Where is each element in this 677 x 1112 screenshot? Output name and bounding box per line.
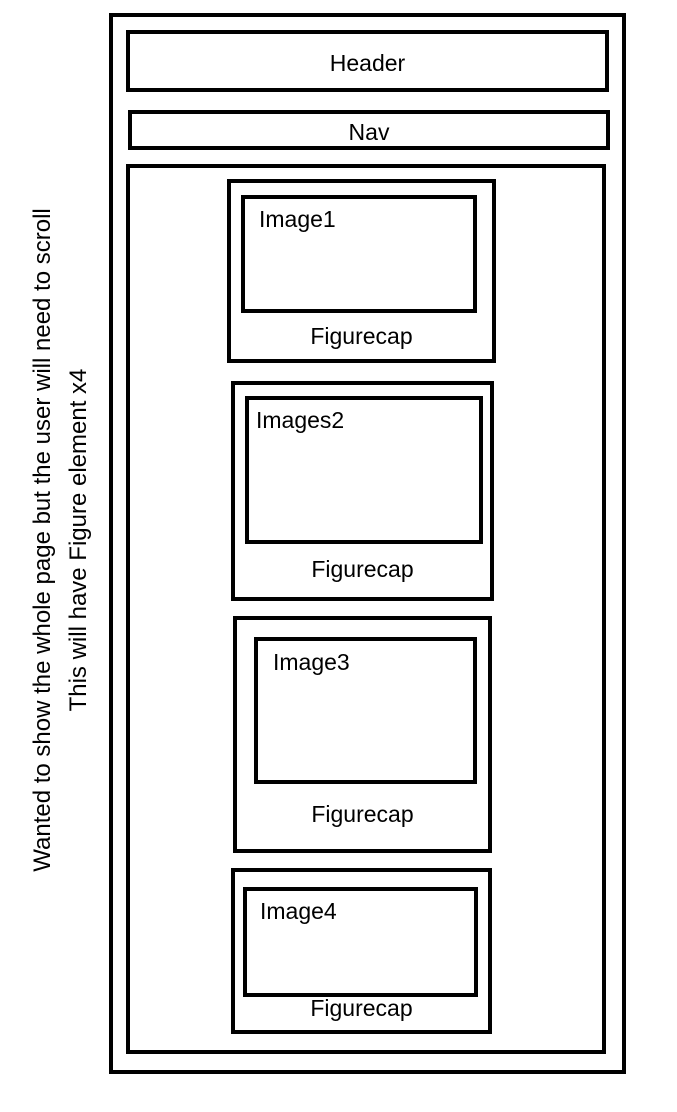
figure-2: Images2 Figurecap <box>231 381 494 601</box>
annotation-line-2: This will have Figure element x4 <box>65 368 92 712</box>
figure-4-image-label: Image4 <box>260 898 337 924</box>
figure-3-image-label: Image3 <box>273 649 350 675</box>
figure-4: Image4 Figurecap <box>231 868 492 1034</box>
figure-2-image: Images2 <box>245 396 483 544</box>
nav-label: Nav <box>348 119 390 145</box>
figure-4-caption: Figurecap <box>310 995 413 1021</box>
figure-2-image-label: Images2 <box>256 407 345 433</box>
nav-box: Nav <box>128 110 610 150</box>
figure-1-caption: Figurecap <box>310 323 413 349</box>
figure-3: Image3 Figurecap <box>233 616 492 853</box>
annotation-line-1: Wanted to show the whole page but the us… <box>29 208 56 872</box>
header-label: Header <box>329 50 406 76</box>
figure-2-caption: Figurecap <box>311 556 414 582</box>
side-annotation-text: Wanted to show the whole page but the us… <box>25 160 97 920</box>
figure-1-image-label: Image1 <box>259 206 336 232</box>
header-box: Header <box>126 30 609 92</box>
figure-3-image: Image3 <box>254 637 477 784</box>
figure-1-image: Image1 <box>241 195 477 313</box>
figure-3-caption: Figurecap <box>311 801 414 827</box>
figure-4-image: Image4 <box>243 887 478 997</box>
side-annotation: Wanted to show the whole page but the us… <box>16 160 106 920</box>
figure-1: Image1 Figurecap <box>227 179 496 363</box>
